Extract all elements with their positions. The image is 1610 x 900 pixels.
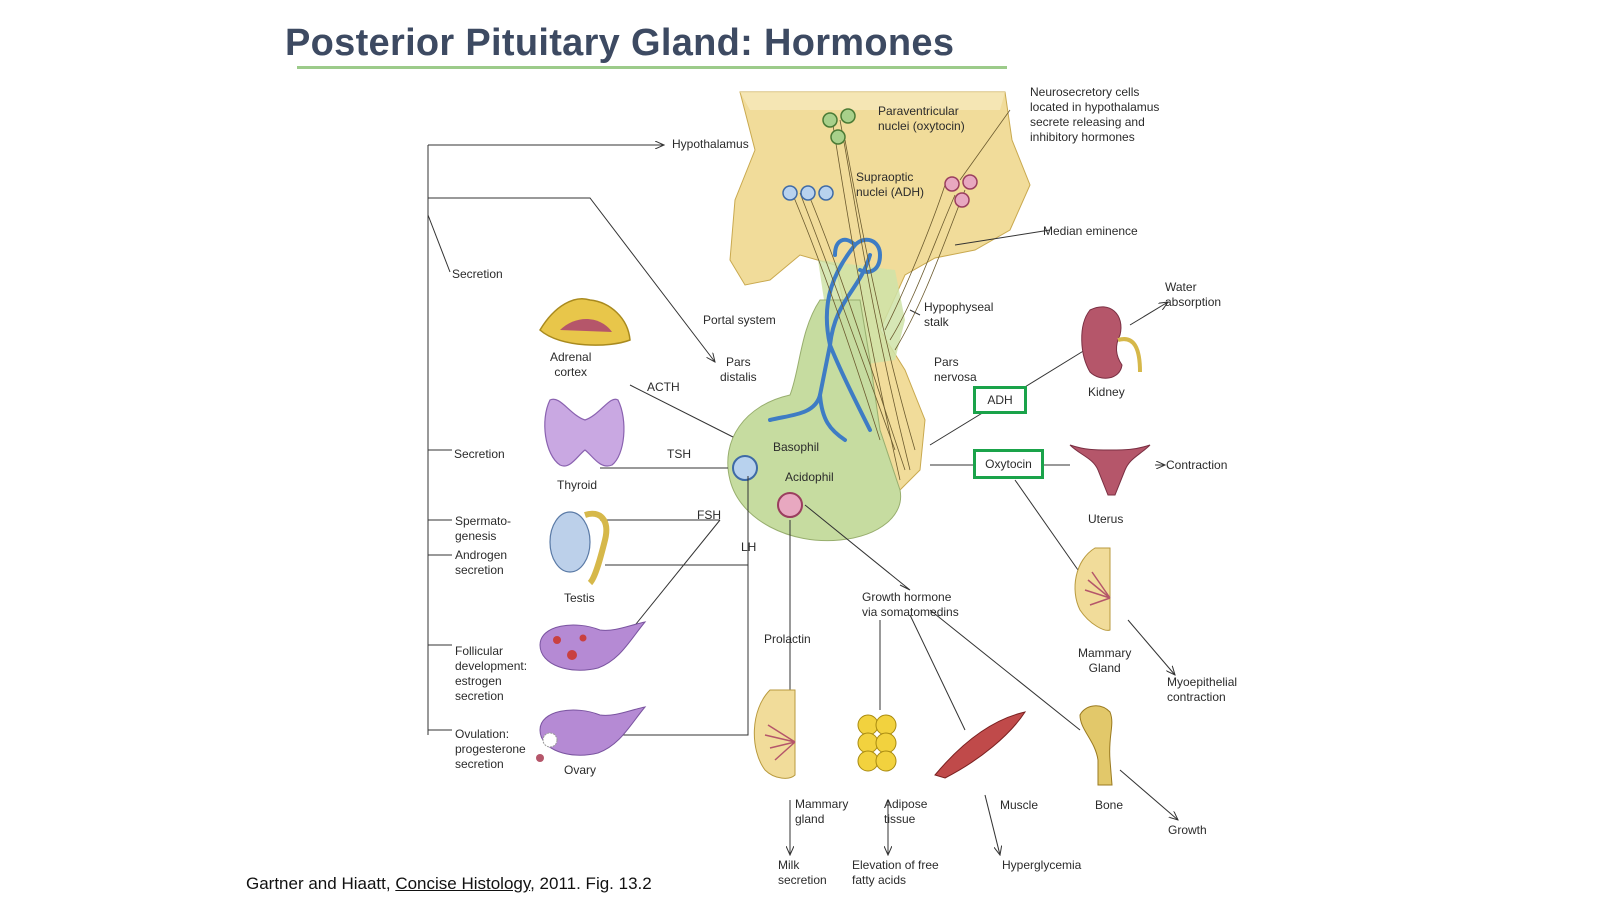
label-kidney: Kidney bbox=[1088, 385, 1125, 399]
mammary-gland-right bbox=[1074, 547, 1111, 631]
adipose-tissue-organ bbox=[857, 714, 897, 772]
label-lh: LH bbox=[741, 540, 757, 554]
citation-authors: Gartner and Hiaatt, bbox=[246, 874, 396, 893]
label-uterus: Uterus bbox=[1088, 512, 1124, 526]
label-androgen: Androgen secretion bbox=[455, 548, 508, 577]
uterus-organ bbox=[1069, 444, 1151, 496]
label-pars-distalis: Pars distalis bbox=[720, 355, 757, 384]
slide-title: Posterior Pituitary Gland: Hormones bbox=[285, 22, 955, 64]
adh-highlight-box: ADH bbox=[973, 386, 1027, 414]
label-pars-nervosa: Pars nervosa bbox=[934, 355, 977, 384]
mammary-gland-bottom bbox=[753, 689, 796, 779]
label-basophil: Basophil bbox=[773, 440, 820, 454]
label-adipose-tissue: Adipose tissue bbox=[884, 797, 928, 826]
label-elevation-ffa: Elevation of free fatty acids bbox=[852, 858, 939, 887]
adrenal-cortex-organ bbox=[539, 298, 631, 346]
label-spermatogenesis: Spermato- genesis bbox=[455, 514, 512, 543]
pars-distalis-shape bbox=[727, 299, 902, 542]
basophil-cell bbox=[732, 455, 758, 481]
label-muscle: Muscle bbox=[1000, 798, 1039, 812]
label-testis: Testis bbox=[564, 591, 595, 605]
label-ovary: Ovary bbox=[564, 763, 597, 777]
portal-vessels bbox=[768, 237, 883, 442]
label-thyroid: Thyroid bbox=[557, 478, 598, 492]
label-paraventricular: Paraventricular nuclei (oxytocin) bbox=[878, 104, 965, 133]
feedback-lines bbox=[427, 145, 1178, 855]
label-portal-system: Portal system bbox=[703, 313, 776, 327]
paraventricular-cells bbox=[822, 108, 856, 145]
thyroid-organ bbox=[544, 398, 625, 467]
nerve-fibres bbox=[792, 109, 1011, 481]
ovary-organ-lower bbox=[536, 706, 647, 762]
label-acth: ACTH bbox=[647, 380, 680, 394]
label-acidophil: Acidophil bbox=[785, 470, 834, 484]
testis-organ bbox=[549, 510, 610, 586]
label-fsh: FSH bbox=[697, 508, 721, 522]
label-median-eminence: Median eminence bbox=[1043, 224, 1138, 238]
muscle-organ bbox=[934, 711, 1027, 779]
label-hyperglycemia: Hyperglycemia bbox=[1002, 858, 1082, 872]
ovary-organ-upper bbox=[539, 621, 647, 671]
citation-book[interactable]: Concise Histology bbox=[395, 874, 531, 893]
label-supraoptic: Supraoptic nuclei (ADH) bbox=[856, 170, 925, 199]
label-bone: Bone bbox=[1095, 798, 1124, 812]
label-secretion-top: Secretion bbox=[452, 267, 503, 281]
kidney-organ bbox=[1081, 306, 1142, 379]
label-contraction: Contraction bbox=[1166, 458, 1228, 472]
oxytocin-highlight-box: Oxytocin bbox=[973, 449, 1044, 479]
label-neurosecretory: Neurosecretory cells located in hypothal… bbox=[1030, 85, 1160, 144]
citation: Gartner and Hiaatt, Concise Histology, 2… bbox=[246, 874, 652, 894]
label-water-absorption: Water absorption bbox=[1165, 280, 1222, 309]
label-myoepithelial: Myoepithelial contraction bbox=[1167, 675, 1238, 704]
label-follicular: Follicular development: estrogen secreti… bbox=[455, 644, 528, 703]
label-prolactin: Prolactin bbox=[764, 632, 811, 646]
supraoptic-cells bbox=[782, 185, 834, 201]
bone-organ bbox=[1079, 705, 1113, 786]
title-underline bbox=[297, 66, 1007, 69]
citation-rest: , 2011. Fig. 13.2 bbox=[530, 874, 652, 893]
label-secretion-mid: Secretion bbox=[454, 447, 505, 461]
label-mammary-gland-right: Mammary Gland bbox=[1078, 646, 1132, 675]
acidophil-cell bbox=[777, 492, 803, 518]
label-tsh: TSH bbox=[667, 447, 691, 461]
label-milk-secretion: Milk secretion bbox=[778, 858, 827, 887]
hypothalamic-cells bbox=[944, 174, 978, 208]
label-growth: Growth bbox=[1168, 823, 1207, 837]
label-ovulation: Ovulation: progesterone secretion bbox=[455, 727, 526, 771]
label-mammary-gland-bottom: Mammary gland bbox=[795, 797, 849, 826]
label-growth-hormone: Growth hormone via somatomedins bbox=[862, 590, 959, 619]
label-hypothalamus: Hypothalamus bbox=[672, 137, 749, 151]
label-hypophyseal-stalk: Hypophyseal stalk bbox=[924, 300, 994, 329]
label-adrenal-cortex: Adrenal cortex bbox=[550, 350, 592, 379]
